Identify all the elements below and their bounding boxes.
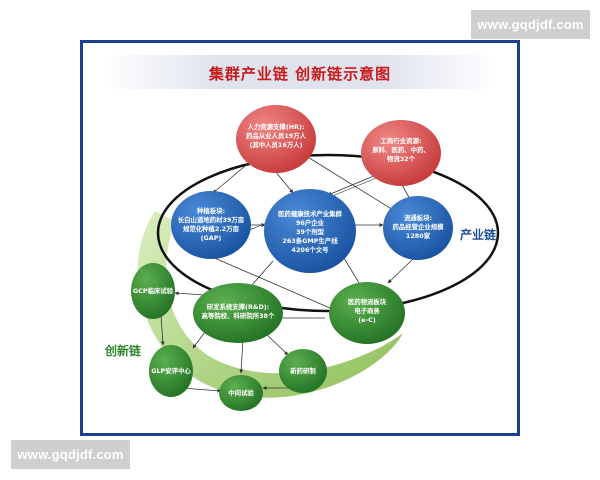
node-line: 医药物流板块 <box>348 297 387 306</box>
chain-diagram: 集群产业链 创新链示意图 <box>103 55 500 411</box>
node-line: 药品经营企业规模 <box>392 222 444 231</box>
node-line: 新药研制 <box>290 366 316 375</box>
node-line: 电子商务 <box>354 306 380 315</box>
node-gcp-text: GCP临床试验 <box>133 286 174 295</box>
node-glp: GLP安评中心 <box>149 345 193 397</box>
node-glp-text: GLP安评中心 <box>151 366 191 375</box>
title-band <box>103 55 498 89</box>
node-line: 39个剂型 <box>296 227 325 236</box>
node-planting-text: 种植板块:长白山道地药材39万亩规范化种植2.2万亩(GAP) <box>178 206 245 242</box>
node-pilot: 新药研制 <box>279 349 327 393</box>
node-line: 中间试验 <box>228 388 254 397</box>
node-line: 药品从业人员19万人 <box>246 131 307 140</box>
node-hr-text: 人力资源支撑(HR):药品从业人员19万人(其中人员16万人) <box>246 122 307 149</box>
node-line: 263条GMP生产线 <box>282 236 338 245</box>
node-line: 96户企业 <box>296 218 325 227</box>
node-line: (GAP) <box>201 234 222 242</box>
node-line: 人力资源支撑(HR): <box>247 122 304 131</box>
diagram-title: 集群产业链 创新链示意图 <box>208 65 391 83</box>
node-gcp: GCP临床试验 <box>131 263 175 319</box>
node-line: 1280家 <box>406 231 431 240</box>
node-line: 规范化种植2.2万亩 <box>183 224 240 233</box>
node-line: 流通板块: <box>404 213 432 222</box>
innovation-chain-label: 创新链 <box>104 343 142 358</box>
node-planting: 种植板块:长白山道地药材39万亩规范化种植2.2万亩(GAP) <box>171 191 251 259</box>
node-line: 高等院校、科研院所38个 <box>202 311 275 320</box>
node-ecommerce: 医药物流板块电子商务(e-C) <box>329 282 405 344</box>
node-rd-text: 研发系统支撑(R&D):高等院校、科研院所38个 <box>202 302 275 320</box>
innovation-ring <box>137 211 404 398</box>
node-hr: 人力资源支撑(HR):药品从业人员19万人(其中人员16万人) <box>236 105 316 173</box>
node-line: 原料、医药、中药、 <box>372 145 430 154</box>
industry-ellipse <box>156 153 500 313</box>
node-rd: 研发系统支撑(R&D):高等院校、科研院所38个 <box>193 283 283 343</box>
node-line: 研发系统支撑(R&D): <box>207 302 270 311</box>
node-industry-text: 工商行业资源:原料、医药、中药、物流32个 <box>372 136 430 163</box>
node-tech-text: 中间试验 <box>228 388 254 397</box>
node-line: 长白山道地药材39万亩 <box>178 215 245 224</box>
node-line: 种植板块: <box>196 206 225 215</box>
node-pilot-text: 新药研制 <box>290 366 316 375</box>
watermark-top: www.gqdjdf.com <box>471 10 590 39</box>
node-ecommerce-text: 医药物流板块电子商务(e-C) <box>348 297 387 324</box>
node-line: GCP临床试验 <box>133 286 174 295</box>
node-line: (e-C) <box>358 316 376 324</box>
node-tech: 中间试验 <box>219 375 263 411</box>
diagram-frame: 集群产业链 创新链示意图 <box>80 40 520 436</box>
node-line: 工商行业资源: <box>381 136 422 145</box>
node-industry: 工商行业资源:原料、医药、中药、物流32个 <box>361 120 441 186</box>
node-line: (其中人员16万人) <box>249 140 302 149</box>
node-line: 物流32个 <box>387 154 416 163</box>
watermark-bottom: www.gqdjdf.com <box>11 440 130 469</box>
industry-chain-label: 产业链 <box>460 227 497 242</box>
node-line: GLP安评中心 <box>151 366 191 375</box>
node-line: 4206个文号 <box>292 245 330 254</box>
node-line: 医药健康技术产业集群 <box>278 209 343 218</box>
